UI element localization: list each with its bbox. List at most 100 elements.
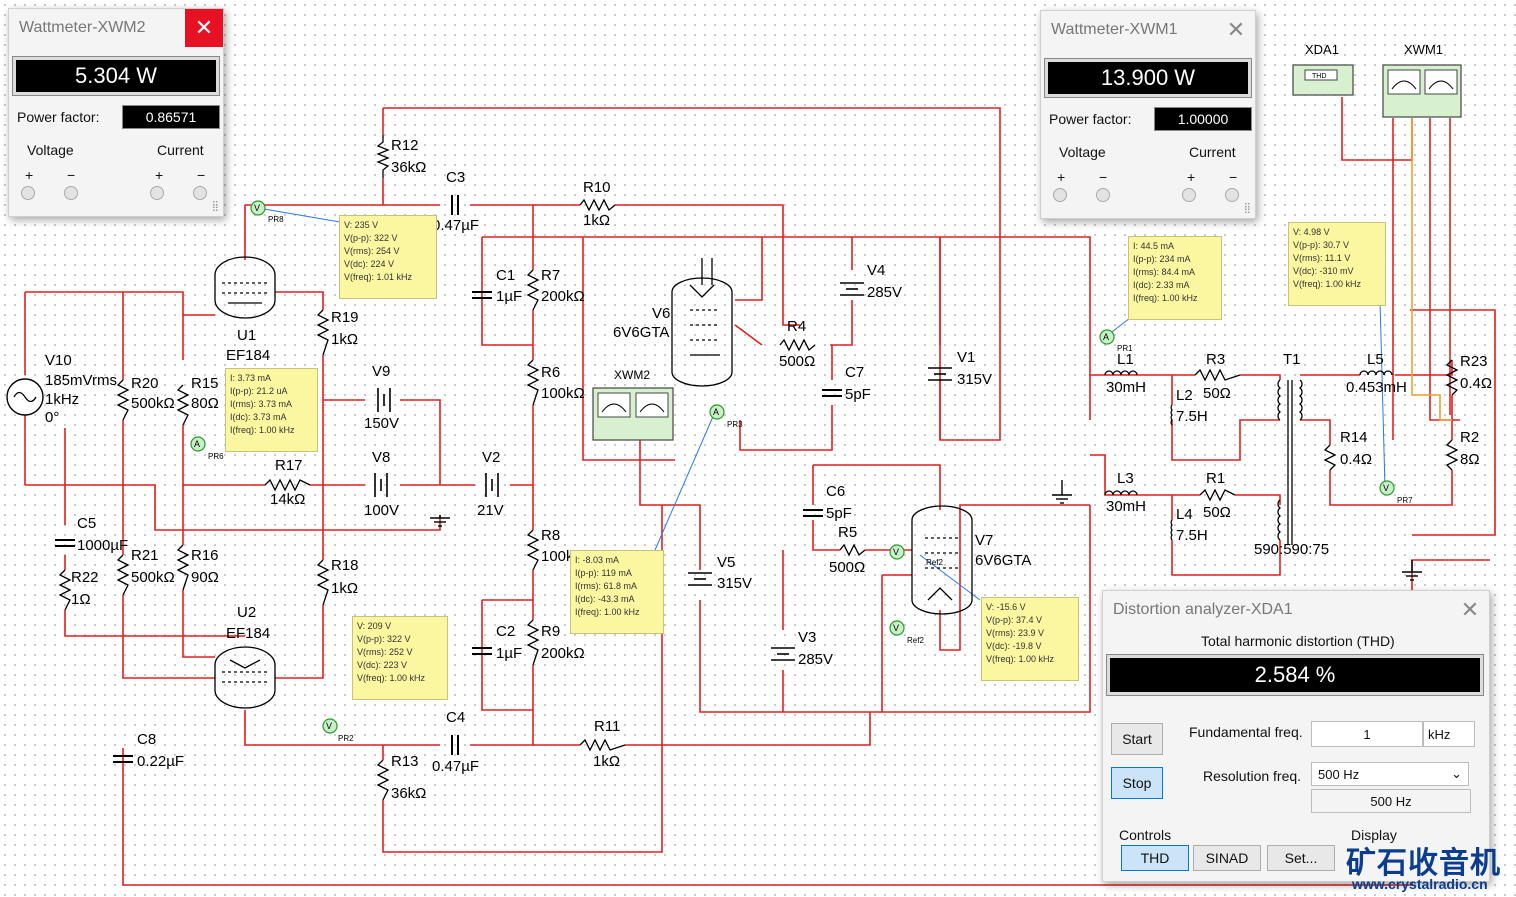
voltage-plus-label: + xyxy=(25,167,34,183)
svg-text:R8: R8 xyxy=(541,527,560,544)
distortion-analyzer-title: Distortion analyzer-XDA1 xyxy=(1113,601,1293,618)
svg-text:1kΩ: 1kΩ xyxy=(331,331,358,348)
probe-markers[interactable] xyxy=(190,200,1395,734)
resistors xyxy=(58,135,1459,801)
svg-text:L4: L4 xyxy=(1176,506,1193,523)
svg-text:0.453mH: 0.453mH xyxy=(1346,379,1407,396)
controls-label: Controls xyxy=(1119,827,1172,843)
svg-text:0.47µF: 0.47µF xyxy=(432,758,479,775)
svg-text:V: V xyxy=(893,547,899,557)
stop-button[interactable]: Stop xyxy=(1111,767,1163,799)
close-icon[interactable]: ✕ xyxy=(185,9,223,47)
svg-text:XDA1: XDA1 xyxy=(1305,42,1339,57)
thd-button[interactable]: THD xyxy=(1121,845,1189,871)
svg-text:A: A xyxy=(1103,332,1109,342)
svg-text:Ref2: Ref2 xyxy=(926,558,943,567)
close-icon[interactable]: ✕ xyxy=(1460,597,1480,622)
current-label: Current xyxy=(157,142,204,158)
tube-u2-icon[interactable] xyxy=(214,646,276,709)
voltage-minus-terminal[interactable] xyxy=(64,186,78,200)
svg-text:1kΩ: 1kΩ xyxy=(583,212,610,229)
xwm2-instrument-icon[interactable] xyxy=(592,387,674,441)
tube-v7-icon[interactable] xyxy=(911,505,973,615)
svg-text:U2: U2 xyxy=(237,604,256,621)
fundamental-freq-input[interactable]: 1 xyxy=(1311,721,1423,747)
svg-text:R14: R14 xyxy=(1340,429,1368,446)
tube-v6-icon[interactable] xyxy=(671,258,733,387)
power-factor-label: Power factor: xyxy=(17,109,100,125)
svg-text:36kΩ: 36kΩ xyxy=(391,159,426,176)
svg-text:V4: V4 xyxy=(867,262,885,279)
svg-text:PR8: PR8 xyxy=(268,215,284,224)
thd-readout: 2.584 % xyxy=(1106,654,1484,696)
set-button[interactable]: Set... xyxy=(1267,845,1335,871)
svg-text:V2: V2 xyxy=(482,449,500,466)
power-readout: 5.304 W xyxy=(12,56,220,96)
voltage-minus-label: − xyxy=(67,167,76,183)
current-minus-label: − xyxy=(197,167,206,183)
svg-text:500Ω: 500Ω xyxy=(829,559,865,576)
capacitors xyxy=(55,195,842,763)
tube-u1-icon[interactable] xyxy=(214,256,276,319)
wattmeter-xwm2-panel[interactable]: Wattmeter-XWM2 ✕ 5.304 W Power factor: 0… xyxy=(8,8,224,217)
resize-grip-icon[interactable]: ⣿ xyxy=(211,201,219,212)
svg-text:R12: R12 xyxy=(391,137,419,154)
voltage-minus-terminal[interactable] xyxy=(1096,188,1110,202)
xda1-instrument-icon[interactable] xyxy=(1292,64,1354,96)
ground-symbols xyxy=(430,480,1422,581)
svg-text:590:590:75: 590:590:75 xyxy=(1254,541,1329,558)
svg-text:A: A xyxy=(194,439,200,449)
xwm1-instrument-icon[interactable] xyxy=(1382,64,1462,118)
current-plus-terminal[interactable] xyxy=(150,186,164,200)
svg-text:V: V xyxy=(893,623,899,633)
svg-text:R2: R2 xyxy=(1460,429,1479,446)
distortion-analyzer-panel[interactable]: Distortion analyzer-XDA1 ✕ Total harmoni… xyxy=(1102,590,1490,882)
svg-text:6V6GTA: 6V6GTA xyxy=(975,552,1031,569)
resolution-freq-select[interactable]: 500 Hz ⌄ xyxy=(1311,762,1469,786)
ac-source-icon[interactable] xyxy=(6,378,44,416)
svg-text:V1: V1 xyxy=(957,349,975,366)
current-minus-terminal[interactable] xyxy=(1225,188,1239,202)
svg-text:EF184: EF184 xyxy=(226,625,270,642)
svg-text:14kΩ: 14kΩ xyxy=(270,491,305,508)
svg-text:0.4Ω: 0.4Ω xyxy=(1340,451,1372,468)
power-factor-value: 0.86571 xyxy=(122,105,220,129)
svg-text:R16: R16 xyxy=(191,547,219,564)
svg-text:C2: C2 xyxy=(496,623,515,640)
current-minus-terminal[interactable] xyxy=(193,186,207,200)
resolution-freq-label: Resolution freq. xyxy=(1203,768,1302,784)
svg-text:L1: L1 xyxy=(1117,351,1134,368)
fundamental-unit-field[interactable]: kHz xyxy=(1423,721,1475,747)
voltage-plus-terminal[interactable] xyxy=(21,186,35,200)
voltage-plus-terminal[interactable] xyxy=(1053,188,1067,202)
svg-text:R20: R20 xyxy=(131,375,159,392)
thd-label: Total harmonic distortion (THD) xyxy=(1201,633,1395,649)
svg-text:315V: 315V xyxy=(717,575,752,592)
close-icon[interactable]: ✕ xyxy=(1226,17,1246,42)
svg-text:XWM2: XWM2 xyxy=(614,368,650,382)
svg-text:1000µF: 1000µF xyxy=(77,537,128,554)
svg-text:PR6: PR6 xyxy=(208,452,224,461)
watermark-logo: 矿石收音机 www.crystalradio.cn xyxy=(1346,838,1512,894)
svg-text:C3: C3 xyxy=(446,169,465,186)
svg-text:R11: R11 xyxy=(594,718,620,735)
svg-text:1µF: 1µF xyxy=(496,645,522,662)
svg-text:C1: C1 xyxy=(496,267,515,284)
svg-text:5pF: 5pF xyxy=(845,386,871,403)
svg-text:500kΩ: 500kΩ xyxy=(131,569,175,586)
start-button[interactable]: Start xyxy=(1111,723,1163,755)
svg-text:R22: R22 xyxy=(71,569,99,586)
svg-text:V9: V9 xyxy=(372,363,390,380)
svg-text:V8: V8 xyxy=(372,449,390,466)
resize-grip-icon[interactable]: ⣿ xyxy=(1243,203,1251,214)
svg-text:30mH: 30mH xyxy=(1106,379,1146,396)
svg-text:R17: R17 xyxy=(275,457,303,474)
svg-text:V6: V6 xyxy=(652,305,670,322)
sinad-button[interactable]: SINAD xyxy=(1193,845,1261,871)
current-plus-label: + xyxy=(1187,169,1196,185)
wattmeter-xwm1-panel[interactable]: Wattmeter-XWM1 ✕ 13.900 W Power factor: … xyxy=(1040,10,1256,219)
current-plus-terminal[interactable] xyxy=(1182,188,1196,202)
